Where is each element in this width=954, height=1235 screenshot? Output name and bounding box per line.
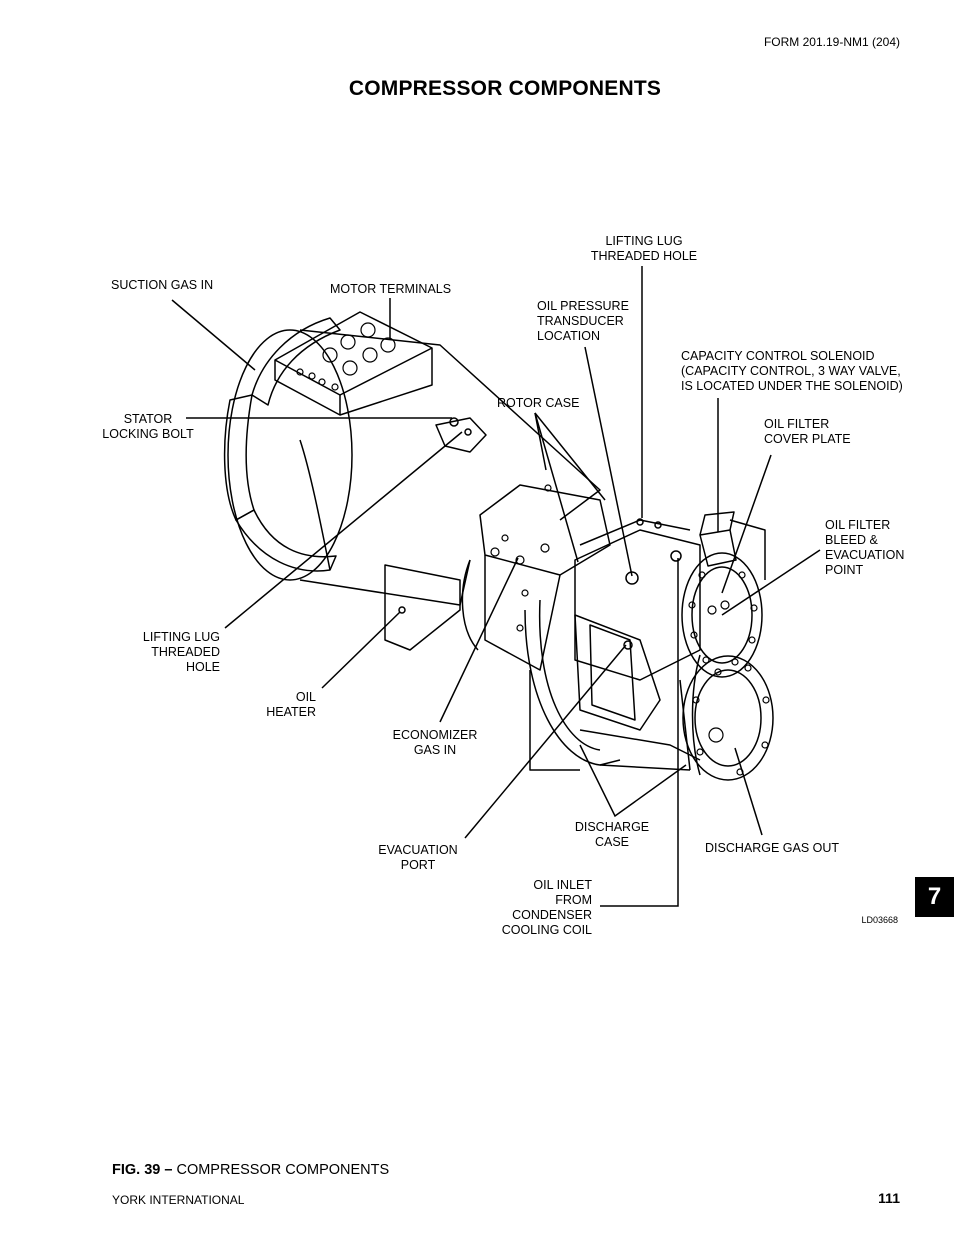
leader-suction-gas-in	[171, 299, 256, 371]
leader-evacuation-port	[464, 644, 627, 839]
compressor-illustration	[223, 311, 774, 781]
label-discharge-case: DISCHARGE CASE	[574, 820, 650, 849]
leader-rotor-case-b	[534, 412, 606, 501]
terminal-posts	[296, 322, 396, 391]
page-title: COMPRESSOR COMPONENTS	[348, 77, 662, 100]
label-oil-filter-bleed: OIL FILTER BLEED & EVACUATION POINT	[825, 518, 905, 577]
label-oil-heater: OIL HEATER	[266, 690, 316, 719]
page-number: 111	[878, 1190, 900, 1206]
label-oil-filter-cover-plate: OIL FILTER COVER PLATE	[764, 417, 851, 446]
leader-oil-pressure	[584, 346, 633, 577]
label-suction-gas-in: SUCTION GAS IN	[111, 278, 214, 292]
drawing-id: LD03668	[861, 915, 898, 925]
label-evacuation-port: EVACUATION PORT	[378, 843, 458, 872]
label-economizer-gas-in: ECONOMIZER GAS IN	[392, 728, 478, 757]
figure-caption: FIG. 39 – COMPRESSOR COMPONENTS	[112, 1162, 389, 1178]
leader-lines	[171, 266, 821, 907]
form-number: FORM 201.19-NM1 (204)	[763, 35, 900, 49]
leader-discharge-case	[579, 744, 687, 818]
leader-economizer	[439, 557, 519, 723]
leader-oil-filter-cover	[721, 454, 772, 594]
label-rotor-case: ROTOR CASE	[497, 396, 580, 410]
figure-number: FIG. 39 –	[112, 1162, 173, 1178]
leader-oil-inlet	[600, 558, 679, 907]
leader-oil-filter-bleed	[721, 549, 821, 616]
leader-rotor-case-c	[534, 412, 547, 471]
label-stator-locking-bolt: STATOR LOCKING BOLT	[102, 412, 194, 441]
leader-rotor-case-a	[534, 412, 579, 563]
label-capacity-control-solenoid: CAPACITY CONTROL SOLENOID (CAPACITY CONT…	[681, 349, 903, 393]
footer-company: YORK INTERNATIONAL	[112, 1193, 245, 1207]
label-motor-terminals: MOTOR TERMINALS	[330, 282, 452, 296]
label-oil-pressure-transducer: OIL PRESSURE TRANSDUCER LOCATION	[537, 299, 629, 343]
label-lifting-lug-left: LIFTING LUG THREADED HOLE	[142, 630, 220, 674]
section-tab: 7	[915, 877, 954, 917]
label-lifting-lug-top: LIFTING LUG THREADED HOLE	[590, 234, 698, 263]
leader-lifting-lug-left	[224, 431, 463, 629]
figure-caption-text: COMPRESSOR COMPONENTS	[172, 1162, 390, 1178]
leader-discharge-gas-out	[734, 747, 763, 836]
label-oil-inlet: OIL INLET FROM CONDENSER COOLING COIL	[501, 878, 592, 937]
leader-oil-heater	[321, 611, 401, 689]
label-discharge-gas-out: DISCHARGE GAS OUT	[705, 841, 840, 855]
